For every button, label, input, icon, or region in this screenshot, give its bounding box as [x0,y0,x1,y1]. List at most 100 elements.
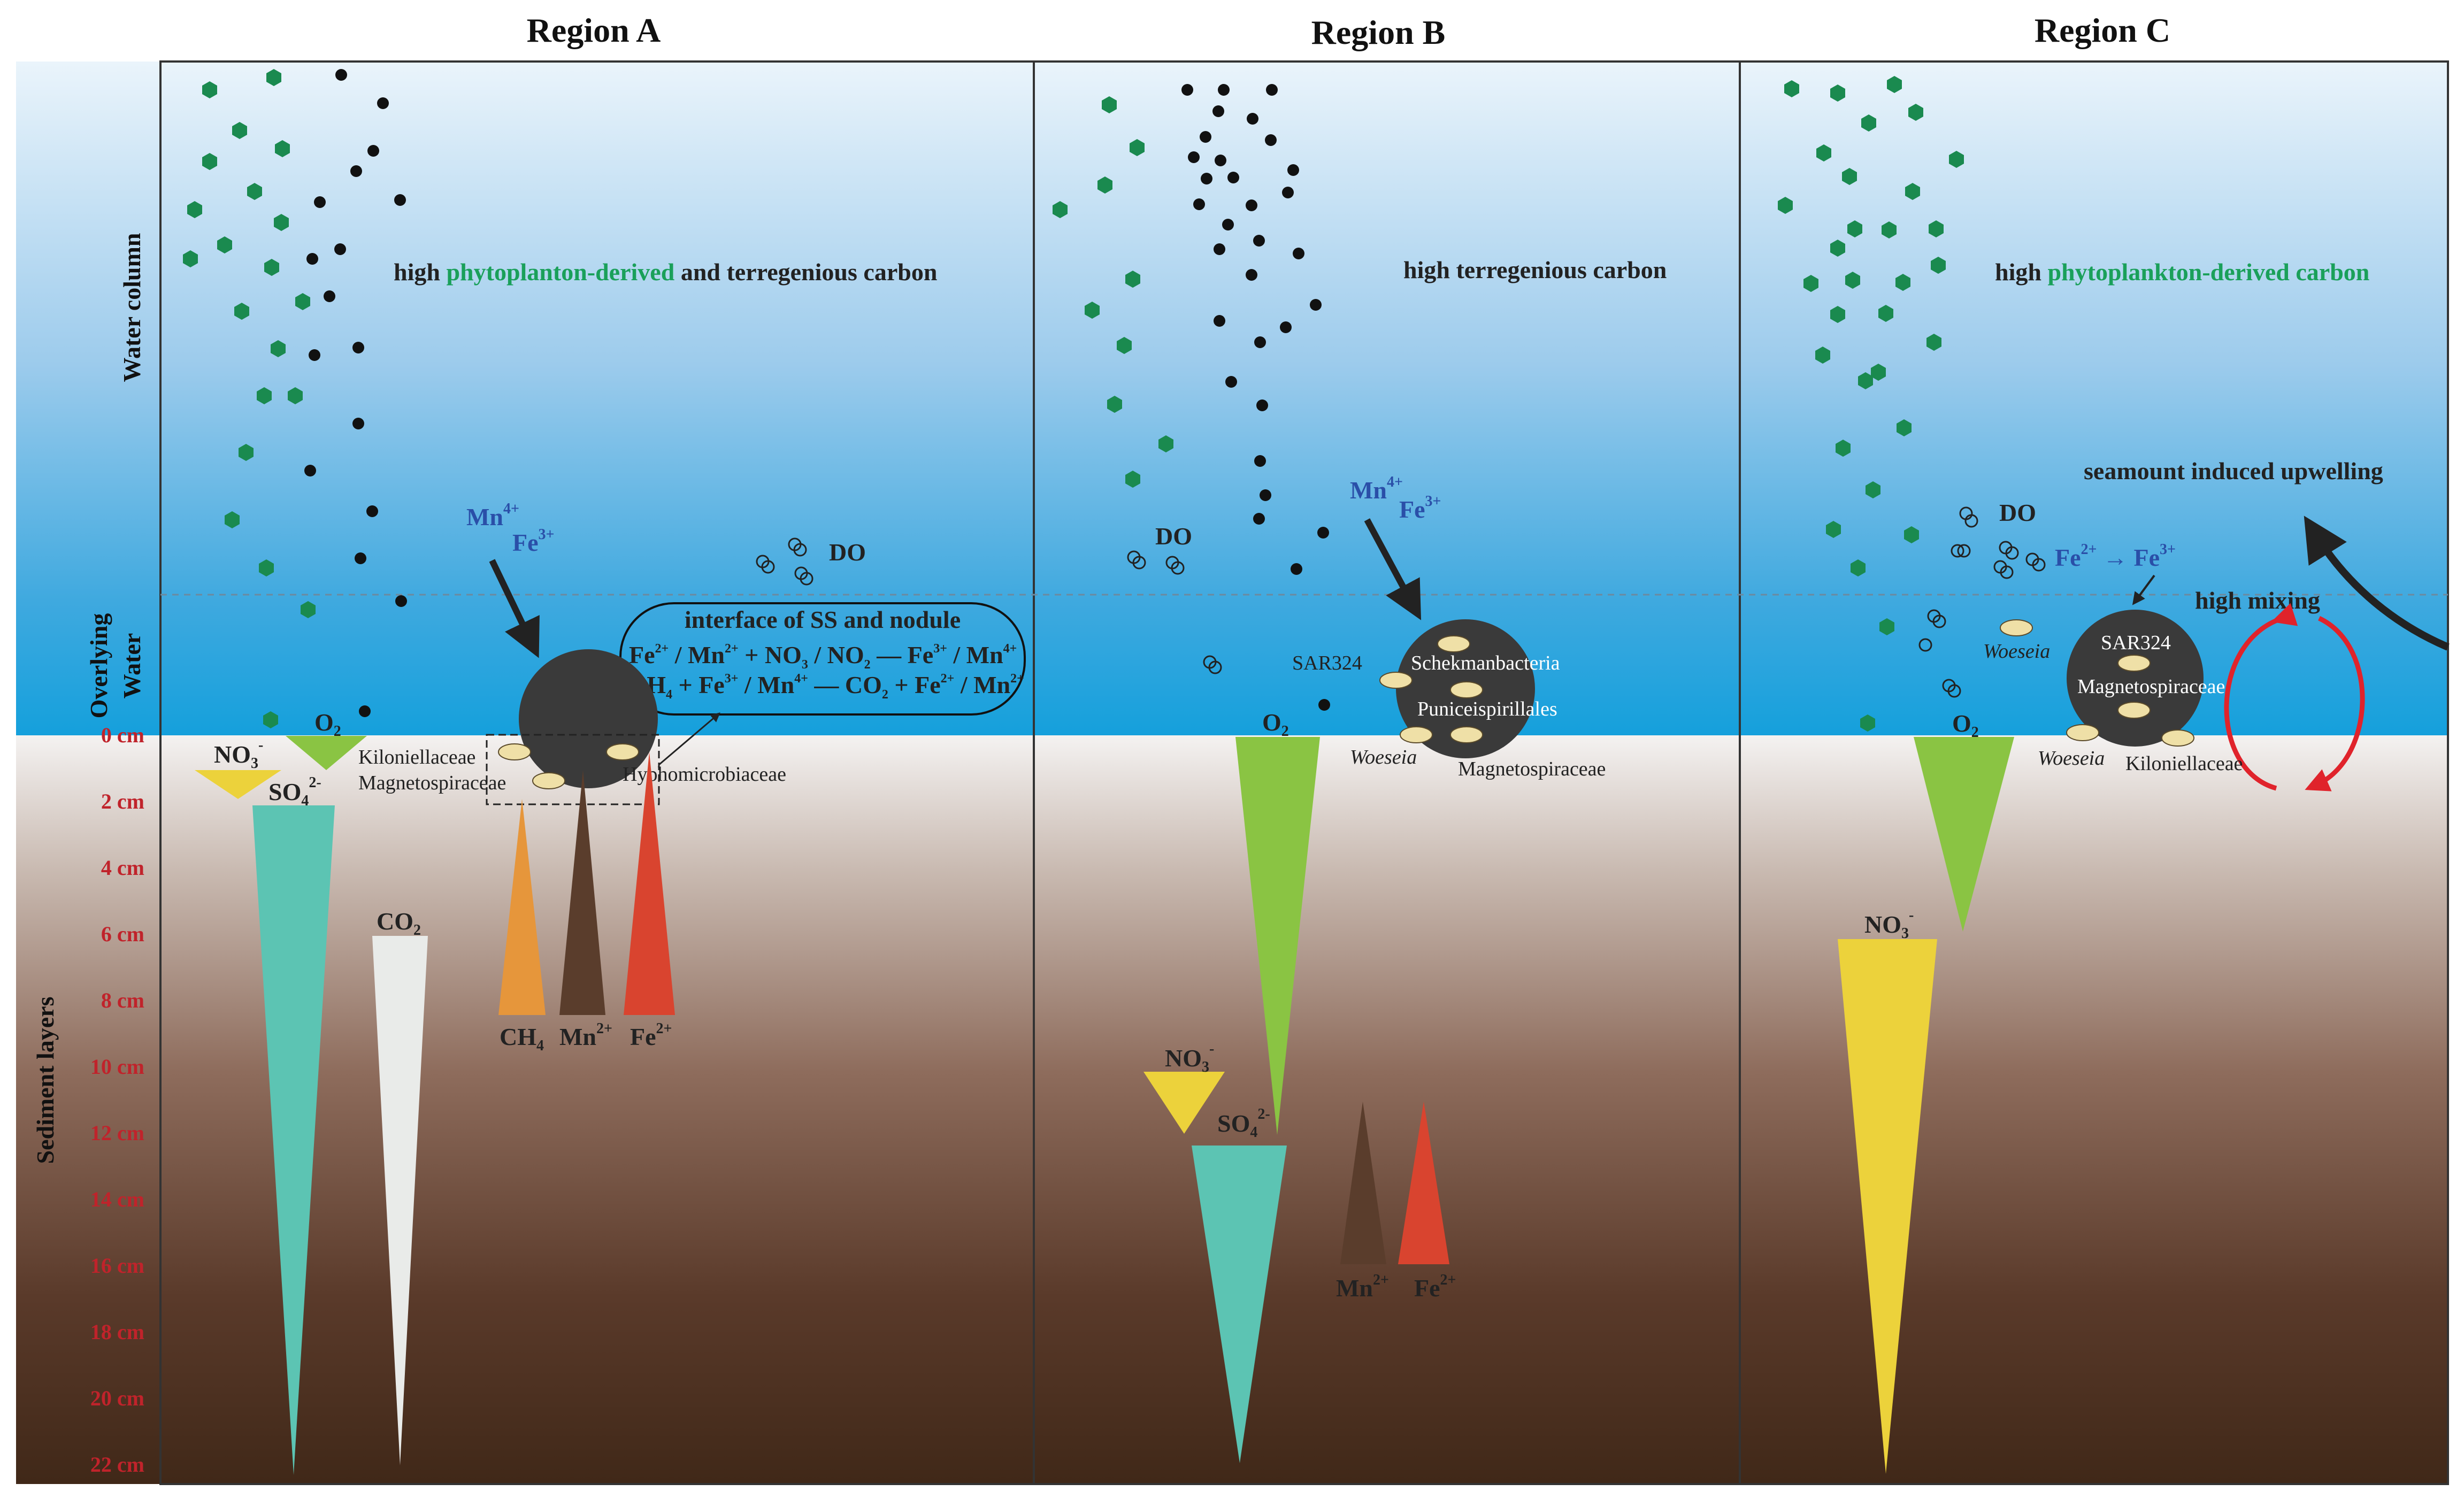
microbe-label: Magnetospiraceae [358,772,506,794]
terrestrial-particle-icon [306,253,318,265]
ch4-wedge-a [498,799,546,1015]
terrestrial-particle-icon [1266,84,1278,96]
region-b-carbon-label: high terregenious carbon [1403,256,1667,283]
microbe-cell-icon [532,772,565,789]
depth-tick: 2 cm [101,789,144,813]
terrestrial-particle-icon [314,196,326,208]
terrestrial-particle-icon [359,705,371,717]
o2-wedge-b [1235,737,1320,1135]
microbe-cell-icon [606,743,639,760]
o2-wedge-c [1914,737,2014,932]
no3-wedge-a [195,770,281,799]
microbe-cell-icon [2117,702,2151,719]
fe3-label-a: Fe3+ [512,526,554,556]
region-a-title: Region A [527,11,661,49]
do-icon-b [1127,550,1222,674]
depth-axis: 0 cm 2 cm 4 cm 6 cm 8 cm 10 cm 12 cm 14 … [90,723,144,1477]
region-b-title: Region B [1311,13,1446,51]
no3-wedge-c [1838,939,1937,1474]
depth-tick: 4 cm [101,856,144,880]
terrestrial-particle-icon [1214,243,1225,255]
depth-tick: 8 cm [101,988,144,1012]
so4-wedge-b [1192,1146,1287,1463]
interface-title: interface of SS and nodule [685,606,961,633]
terrestrial-particle-icon [1181,84,1193,96]
terrestrial-particle-icon [1214,315,1225,327]
terrestrial-particle-icon [1282,187,1294,198]
no3-label-b: NO3- [1165,1041,1214,1075]
microbe-label: Magnetospiraceae [2077,675,2225,698]
co2-wedge-a [372,936,428,1465]
depth-tick: 22 cm [90,1452,144,1477]
terrestrial-particle-icon [1215,155,1226,166]
upwelling-label: seamount induced upwelling [2084,457,2383,485]
mn4-label-a: Mn4+ [466,501,519,531]
terrestrial-particle-icon [335,69,347,81]
microbe-cell-icon [2117,655,2151,672]
do-label-c: DO [1999,499,2036,526]
microbe-label: Schekmanbacteria [1411,652,1560,674]
terrestrial-particle-icon [1200,131,1211,143]
do-label-b: DO [1155,522,1192,550]
microbe-label: Puniceispirillales [1417,698,1557,720]
microbe-label: SAR324 [1292,652,1362,674]
mn2-wedge-a [559,770,605,1015]
terrestrial-particle-icon [1291,563,1302,575]
so4-wedge-a [252,805,335,1475]
terrestrial-particle-icon [1193,198,1205,210]
terrestrial-particle-icon [1265,134,1277,146]
microbe-label: Magnetospiraceae [1458,758,1606,780]
metal-flux-arrow-b [1364,518,1422,620]
terrestrial-particle-icon [367,145,379,157]
terrestrial-particle-icon [377,97,389,109]
fe2-label-a: Fe2+ [630,1020,672,1050]
no3-wedge-b [1143,1072,1225,1134]
terrestrial-particle-icon [395,595,407,607]
overlying-water-label-2: Water [118,633,145,699]
zoom-pointer-arrow [658,712,720,766]
terrestrial-particle-icon [1253,513,1265,525]
terrestrial-particle-icon [1317,527,1329,539]
fe-oxidation-label: Fe2+ → Fe3+ [2055,541,2176,571]
fe2-label-b: Fe2+ [1414,1272,1456,1302]
do-icon-c [1918,506,2046,698]
no3-label-a: NO3- [214,737,263,772]
region-c-title: Region C [2035,11,2170,49]
so4-label-a: SO42- [268,774,321,809]
microbe-cell-icon [2161,729,2194,747]
terrestrial-particle-icon [324,290,335,302]
terrestrial-particle-icon [1256,399,1268,411]
terrestrial-particle-icon [352,418,364,429]
interface-reaction-1: Fe2+ / Mn2+ + NO3 / NO2 — Fe3+ / Mn4+ [629,641,1017,672]
terrestrial-particle-icon [1247,113,1258,125]
depth-tick: 20 cm [90,1386,144,1410]
upwelling-arrow [2304,516,2450,651]
microbe-cell-icon [1400,726,1433,743]
microbe-cell-icon [1379,672,1413,689]
co2-label-a: CO2 [377,908,421,939]
microbe-cell-icon [2000,619,2033,636]
fe3-label-b: Fe3+ [1399,493,1441,523]
water-column-label: Water column [118,233,145,382]
do-label-a: DO [829,539,866,566]
overlying-water-label-1: Overlying [85,613,112,719]
interface-reaction-2: CH4 + Fe3+ / Mn4+ — CO2 + Fe2+ / Mn2+ [629,671,1024,702]
depth-tick: 14 cm [90,1187,144,1211]
terrestrial-particle-icon [1253,235,1265,247]
nodule-c [2067,610,2204,747]
mn4-label-b: Mn4+ [1350,474,1403,504]
terrestrial-particle-icon [304,465,316,476]
microbe-label: Woeseia [2038,747,2105,770]
depth-tick: 18 cm [90,1320,144,1344]
depth-tick: 0 cm [101,723,144,747]
diagram-frame [159,60,2449,1485]
mixing-arrow-left [2224,603,2298,791]
terrestrial-particle-icon [1246,199,1257,211]
region-a-particles [183,69,407,728]
depth-tick: 12 cm [90,1121,144,1145]
terrestrial-particle-icon [355,552,366,564]
no3-label-c: NO3- [1864,907,1914,942]
o2-label-a: O2 [314,709,341,740]
depth-tick: 6 cm [101,922,144,946]
